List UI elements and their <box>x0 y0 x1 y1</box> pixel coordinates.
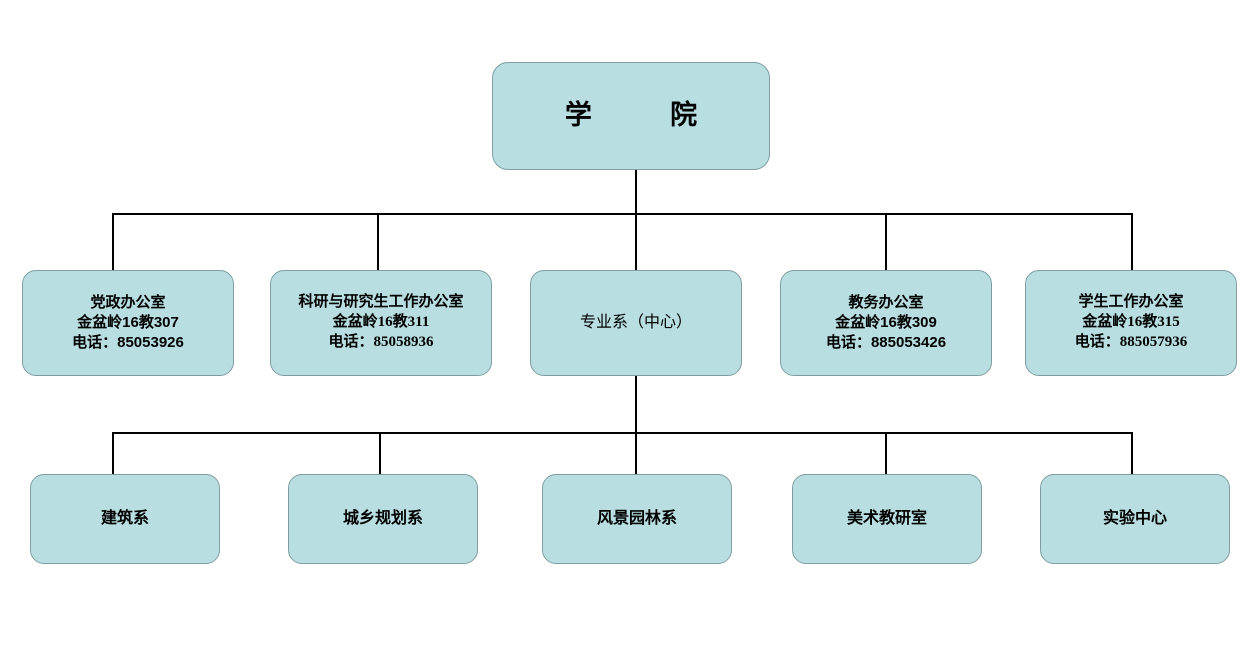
connector-drop-office-1 <box>112 213 114 270</box>
connector-level3-bus <box>112 432 1133 434</box>
office-title: 教务办公室 <box>848 294 924 312</box>
office-title: 党政办公室 <box>90 294 166 312</box>
office-title: 学生工作办公室 <box>1078 294 1184 311</box>
node-professional-department[interactable]: 专业系（中心） <box>530 270 742 376</box>
office-title: 科研与研究生工作办公室 <box>298 294 464 311</box>
connector-drop-leaf-2 <box>379 432 381 474</box>
connector-drop-leaf-3 <box>635 432 637 474</box>
office-phone: 电话：85053926 <box>72 333 184 351</box>
node-party-government-office[interactable]: 党政办公室 金盆岭16教307 电话：85053926 <box>22 270 234 376</box>
node-architecture-department[interactable]: 建筑系 <box>30 474 220 564</box>
connector-root-stem <box>635 169 637 214</box>
office-address: 金盆岭16教307 <box>77 314 179 332</box>
connector-department-stem <box>635 376 637 434</box>
node-fine-arts-teaching-office[interactable]: 美术教研室 <box>792 474 982 564</box>
connector-drop-office-2 <box>377 213 379 270</box>
department-label: 专业系（中心） <box>579 314 692 332</box>
leaf-label: 美术教研室 <box>846 510 927 528</box>
connector-drop-office-5 <box>1131 213 1133 270</box>
leaf-label: 风景园林系 <box>596 510 677 528</box>
connector-drop-leaf-4 <box>885 432 887 474</box>
node-student-affairs-office[interactable]: 学生工作办公室 金盆岭16教315 电话：885057936 <box>1025 270 1237 376</box>
office-phone: 电话：885053426 <box>825 333 947 351</box>
node-experiment-center[interactable]: 实验中心 <box>1040 474 1230 564</box>
connector-level2-bus <box>112 213 1132 215</box>
node-landscape-architecture-department[interactable]: 风景园林系 <box>542 474 732 564</box>
connector-drop-leaf-1 <box>112 432 114 474</box>
office-address: 金盆岭16教311 <box>332 314 430 331</box>
leaf-label: 建筑系 <box>100 510 149 528</box>
office-phone: 电话：85058936 <box>328 333 434 350</box>
node-urban-rural-planning-department[interactable]: 城乡规划系 <box>288 474 478 564</box>
office-phone: 电话：885057936 <box>1074 333 1188 350</box>
node-college-root[interactable]: 学 院 <box>492 62 770 170</box>
office-address: 金盆岭16教309 <box>835 314 937 332</box>
connector-drop-office-4 <box>885 213 887 270</box>
leaf-label: 实验中心 <box>1102 510 1167 528</box>
connector-drop-leaf-5 <box>1131 432 1133 474</box>
node-academic-affairs-office[interactable]: 教务办公室 金盆岭16教309 电话：885053426 <box>780 270 992 376</box>
node-research-graduate-office[interactable]: 科研与研究生工作办公室 金盆岭16教311 电话：85058936 <box>270 270 492 376</box>
office-address: 金盆岭16教315 <box>1082 314 1180 331</box>
leaf-label: 城乡规划系 <box>342 510 423 528</box>
connector-drop-office-3 <box>635 213 637 270</box>
node-college-label: 学 院 <box>564 100 706 131</box>
